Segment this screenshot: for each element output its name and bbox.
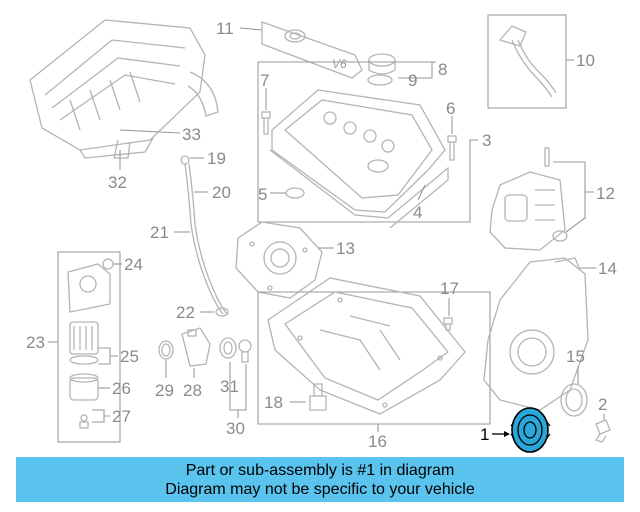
filter-o-ring-drawing: [102, 258, 114, 270]
callout-6: 6: [446, 99, 455, 118]
callout-1-arrowhead: [504, 431, 510, 437]
callout-23: 23: [26, 333, 45, 352]
callout-11: 11: [216, 19, 234, 38]
breather-hose-drawing: [498, 25, 557, 98]
callout-10: 10: [576, 51, 595, 70]
engine-cover-drawing: V6: [261, 21, 363, 79]
callout-13: 13: [336, 239, 355, 258]
callout-2: 2: [598, 395, 607, 414]
callout-28: 28: [183, 381, 202, 400]
callout-15: 15: [566, 347, 585, 366]
sensor-o-ring-drawing: [158, 340, 174, 360]
callout-24: 24: [124, 255, 143, 274]
drain-plug-seal-drawing: [219, 337, 252, 363]
timing-cover-drawing: [483, 257, 589, 411]
gasket-seal-drawing: [285, 187, 305, 199]
callout-26: 26: [112, 379, 131, 398]
dipstick-drawing: [180, 155, 229, 317]
callout-1: 1: [480, 425, 489, 444]
callout-21: 21: [150, 223, 169, 242]
crankshaft-seal-drawing: [560, 383, 588, 417]
callout-27: 27: [112, 407, 131, 426]
crankshaft-pulley-highlighted[interactable]: [510, 407, 551, 453]
callout-16: 16: [368, 432, 387, 451]
callout-5: 5: [258, 185, 267, 204]
valve-cover-drawing: [269, 89, 449, 229]
callout-20: 20: [212, 183, 231, 202]
oil-filler-cap-drawing: [367, 53, 396, 86]
callout-32: 32: [108, 173, 127, 192]
callout-22: 22: [176, 303, 195, 322]
oil-filter-drawing: [67, 263, 111, 429]
callout-14: 14: [598, 259, 617, 278]
banner-line-1: Part or sub-assembly is #1 in diagram: [185, 461, 455, 479]
pulley-bolt-drawing: [594, 419, 611, 443]
exploded-parts-diagram: 33 32 V6 11 8 9 10 3 5: [26, 14, 617, 453]
callout-9: 9: [408, 71, 417, 90]
callout-33: 33: [182, 125, 201, 144]
oil-pan-drawing: [267, 277, 466, 415]
oil-filter-housing-drawing: [489, 147, 568, 251]
callout-18: 18: [264, 393, 283, 412]
pan-bolt-drawing: [443, 317, 453, 331]
rear-cover-plate-drawing: [235, 221, 323, 299]
callout-29: 29: [155, 381, 174, 400]
banner-line-2: Diagram may not be specific to your vehi…: [165, 480, 475, 498]
callout-30: 30: [226, 419, 245, 438]
callout-12: 12: [596, 184, 615, 203]
cover-bolt-drawing: [261, 111, 271, 135]
callout-31: 31: [220, 377, 239, 396]
callout-7: 7: [260, 71, 269, 90]
stud-bolt-drawing: [447, 135, 457, 161]
drain-plug-drawing: [309, 383, 327, 411]
info-banner: Part or sub-assembly is #1 in diagram Di…: [16, 457, 624, 502]
callout-3: 3: [482, 131, 491, 150]
callout-4: 4: [413, 203, 422, 222]
intake-manifold-drawing: [29, 19, 219, 159]
callout-25: 25: [120, 347, 139, 366]
callout-17: 17: [440, 279, 459, 298]
oil-level-sensor-drawing: [181, 327, 211, 367]
cover-text: V6: [332, 57, 347, 71]
callout-8: 8: [438, 60, 447, 79]
callout-19: 19: [207, 149, 226, 168]
